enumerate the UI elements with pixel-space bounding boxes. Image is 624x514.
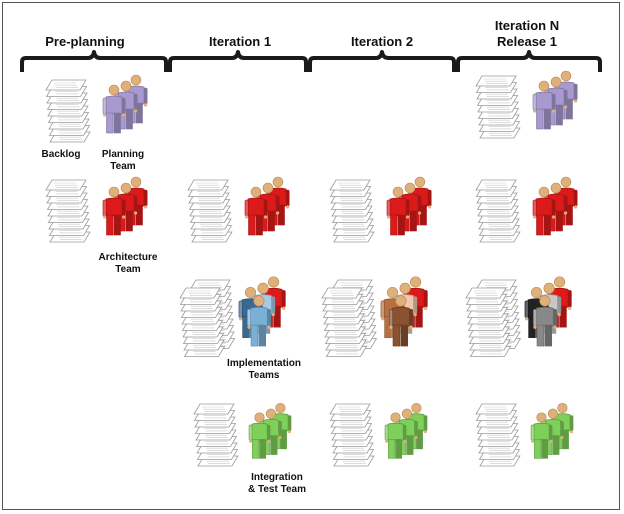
person-figure [102,186,126,236]
phase-label-line: Pre-planning [45,34,125,49]
phase-label-line: Iteration N [494,18,560,33]
person-figure [386,186,410,236]
phase-brace-iteration-2 [308,50,456,72]
planning-team-label: Planning Team [93,149,153,173]
person-figure [384,412,407,459]
caption-line: Integration [251,472,303,483]
caption-line: Teams [248,370,280,381]
caption-line: Backlog [41,149,81,160]
architecture-team-icon [244,176,290,236]
document-stack-icon [475,403,521,467]
person-figure [532,80,556,130]
document-stack-icon [321,279,378,357]
implementation-teams-label: Implementation Teams [214,358,314,382]
document-stack-icon [475,179,521,243]
phase-brace-preplanning [20,50,168,72]
implementation-teams-icon [238,276,286,347]
phase-brace-iteration-1 [168,50,308,72]
architecture-team-icon [386,176,432,236]
phase-label-iteration-n: Iteration N Release 1 [462,18,592,50]
person-figure [247,295,271,347]
phase-label-iteration-1: Iteration 1 [175,34,305,50]
architecture-team-label: Architecture Team [88,252,168,276]
document-stack-icon [475,75,521,139]
integration-team-label: Integration & Test Team [232,472,322,496]
document-stack-icon [45,179,91,243]
document-stack-icon [45,79,91,143]
phase-label-preplanning: Pre-planning [20,34,150,50]
person-figure [244,186,268,236]
person-figure [530,412,553,459]
person-figure [102,84,126,134]
architecture-team-icon [532,176,578,236]
planning-team-icon [532,70,578,130]
document-stack-icon [187,179,233,243]
document-stack-icon [329,179,375,243]
implementation-teams-icon [380,276,428,347]
diagram-frame [2,2,620,510]
phase-label-line: Iteration 2 [350,34,414,49]
person-figure [248,412,271,459]
caption-line: Team [110,161,136,172]
caption-line: Architecture [98,252,158,263]
phase-brace-iteration-n [456,50,602,72]
phase-label-iteration-2: Iteration 2 [317,34,447,50]
integration-team-icon [384,402,428,459]
person-figure [389,295,413,347]
caption-line: Planning [101,149,145,160]
document-stack-icon [179,279,236,357]
backlog-label: Backlog [36,149,86,161]
person-figure [533,295,557,347]
phase-label-line: Release 1 [497,34,557,49]
planning-team-icon [102,74,148,134]
document-stack-icon [329,403,375,467]
person-figure [532,186,556,236]
document-stack-icon [465,279,522,357]
architecture-team-icon [102,176,148,236]
integration-team-icon [248,402,292,459]
document-stack-icon [193,403,239,467]
caption-line: Team [115,264,141,275]
phase-label-line: Iteration 1 [208,34,272,49]
integration-team-icon [530,402,574,459]
caption-line: & Test Team [248,484,306,495]
caption-line: Implementation [227,358,301,369]
implementation-teams-icon [524,276,572,347]
